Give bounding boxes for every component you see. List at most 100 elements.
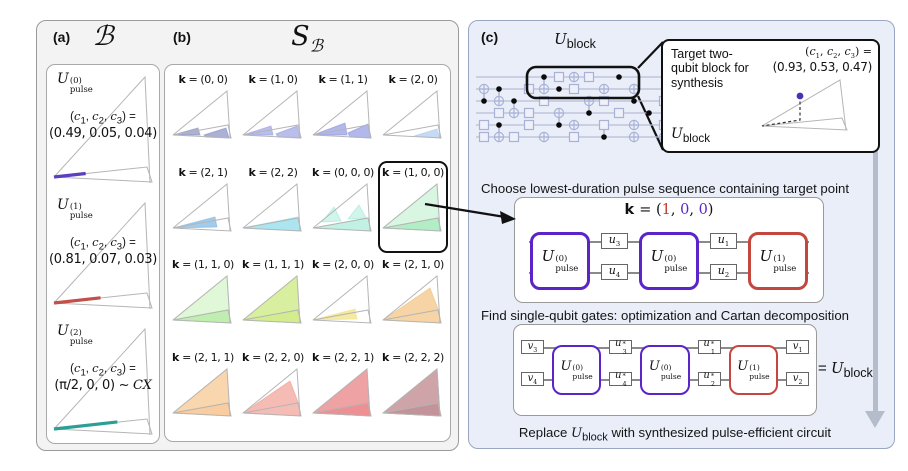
pulse-gate-1: U(1)pulse [748,231,808,290]
pulse-gate-label: U(0)pulse [57,71,93,95]
single-qubit-gate: u*1 [697,338,721,355]
weyl-chamber-coverage [312,274,372,324]
k-cell: k = (1, 1) [308,68,378,161]
callout-triangle-col: (c1, c2, c3) = (0.93, 0.53, 0.47) [754,41,878,151]
callout-u-block-label: Ublock [671,125,711,145]
weyl-chamber-wireframe [53,201,153,310]
callout-coords-label: (c1, c2, c3) = [805,45,872,61]
single-qubit-gate: u*2 [697,370,721,388]
gate-base: U [57,197,69,213]
weyl-chamber-coverage [241,367,302,417]
gate-base: U [650,247,664,266]
single-qubit-gate: u4 [601,264,628,280]
coords-value: (0.49, 0.05, 0.04) [48,126,158,141]
single-qubit-gate: v4 [521,372,544,386]
gate-supsub: *3 [622,340,627,356]
pulse-gate-text: U(1)pulse [760,247,797,273]
weyl-chamber-wireframe [53,327,153,436]
k-line-part: , [670,202,681,218]
gate-supsub: (1)pulse [773,254,797,274]
gate-base: u [615,370,622,382]
k-cell-label: k = (2, 1) [178,165,228,179]
basis-gates-box: U(0)pulse(c1, c2, c3) =(0.49, 0.05, 0.04… [46,64,160,444]
coords-label: (c1, c2, c3) = [70,109,136,127]
k-cell: k = (1, 1, 1) [238,253,308,346]
pulse-gate-text: U(0)pulse [560,359,592,380]
pulse-basis-cell: U(0)pulse (c1, c2, c3) =(0.49, 0.05, 0.04… [47,65,159,191]
single-qubit-gate: u*4 [609,370,633,387]
k-line-part: 1 [661,202,671,218]
panel-b-title-main: S [291,21,310,52]
weyl-chamber-coverage [172,182,232,232]
pulse-gate-0: U(0)pulse [530,231,590,290]
panel-b-label: (b) [173,29,191,45]
k-cell-label: k = (1, 1) [318,73,368,86]
gate-base: U [560,359,572,375]
weyl-chamber-coverage [311,367,372,417]
flow-arrow-shaft [873,47,878,413]
k-cell-label: k = (2, 2, 0) [242,350,304,364]
k-cell-label: k = (2, 1, 1) [172,350,234,364]
gate-base: u [608,264,616,278]
single-qubit-gate: v1 [786,340,809,354]
panel-a-label: (a) [53,29,71,45]
k-cell: k = (2, 2, 0) [238,346,308,439]
k-cell: k = (2, 1, 0) [378,253,448,346]
callout-text-col: Target two-qubit block for synthesis Ubl… [663,41,754,151]
pulse-gate-text: U(1)pulse [737,359,769,380]
gate-base: u [717,264,725,278]
gate-base: v [527,372,534,384]
k-cell: k = (2, 2) [238,161,308,254]
gate-base: U [541,247,555,266]
pulse-gate-text: U(0)pulse [649,359,681,380]
k-cell-label: k = (2, 0, 0) [312,258,374,271]
gate-supsub: (0)pulse [572,363,593,381]
panel-b-title: Sℬ [237,21,377,56]
step3-text: Replace Ublock with synthesized pulse-ef… [518,425,832,444]
pulse-gate-0: U(0)pulse [551,345,602,395]
weyl-chamber-coverage [381,182,442,232]
gate-base: u [703,370,710,382]
k-cell-label: k = (0, 0, 0) [312,165,374,179]
gate-base: v [792,372,799,384]
k-cell-label: k = (2, 0) [388,73,438,86]
step2-text: Find single-qubit gates: optimization an… [481,308,849,323]
k-cell-label: k = (2, 2, 2) [382,350,444,364]
k-cell-label: k = (2, 2, 1) [312,350,374,364]
panel-a-title: ℬ [92,21,114,52]
k-line-part: ) [707,202,714,218]
pulse-gate-text: U(0)pulse [542,247,579,273]
k-cell-label: k = (0, 0) [178,73,228,86]
gate-supsub: *2 [710,372,715,388]
k-cell: k = (0, 0) [168,68,238,161]
k-cell-selected: k = (1, 0, 0) [378,160,448,253]
pulse-gate-label: U(2)pulse [57,323,93,347]
gate-base: u [608,233,616,247]
k-cell: k = (1, 0) [238,68,308,161]
weyl-chamber-coverage [241,274,302,324]
gate-supsub: (0)pulse [664,254,688,274]
weyl-chamber-coverage [171,367,232,417]
coords-value: (π/2, 0, 0) ~ CX [54,378,152,393]
gate-base: U [759,247,773,266]
gate-supsub: (1)pulse [69,202,93,222]
gate-supsub: (0)pulse [69,76,93,96]
target-block-callout: Target two-qubit block for synthesis Ubl… [661,39,880,153]
single-qubit-pair: u*1 u*2 [697,325,721,415]
gate-base: v [527,340,534,352]
pulse-basis-cell: U(1)pulse(c1, c2, c3) =(0.81, 0.07, 0.03… [47,191,159,317]
pulse-gate-label: U(1)pulse [57,197,93,221]
weyl-chamber-coverage [312,89,372,139]
coords-label: (c1, c2, c3) = [70,361,136,379]
gate-base: U [648,359,660,375]
single-qubit-gate: u1 [710,233,737,249]
u-block-top-label: Ublock [554,30,596,51]
gate-base: u [615,338,622,350]
weyl-chamber-coverage [242,182,302,232]
